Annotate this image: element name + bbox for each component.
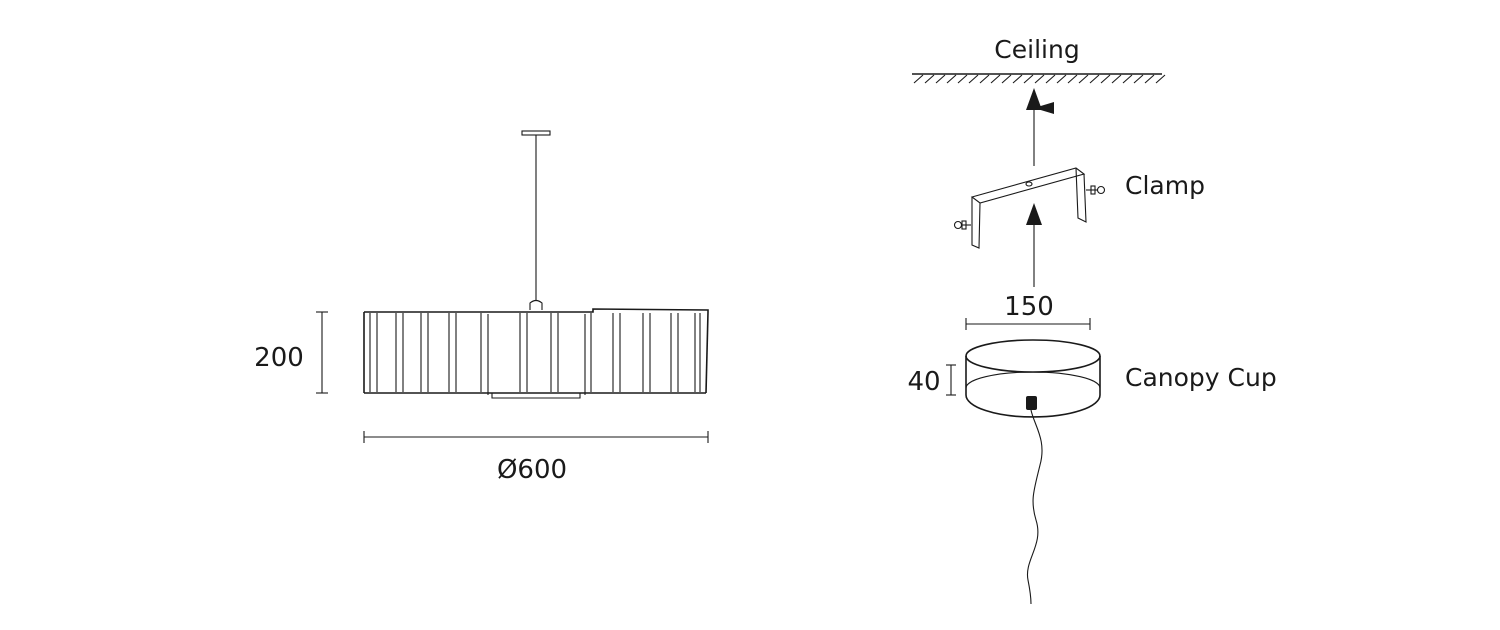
ceiling-hatching (913, 74, 1166, 84)
ceiling-hatch-line (946, 74, 957, 84)
ceiling-hatch-line (990, 74, 1001, 84)
ceiling-hatch-line (1001, 74, 1012, 84)
arrow-to-clamp-head (1026, 203, 1042, 225)
ceiling-hatch-line (1045, 74, 1056, 84)
ceiling-hatch-line (1155, 74, 1166, 84)
clamp-left-screw (953, 220, 971, 230)
canopy-height-label: 40 (907, 367, 940, 397)
canopy-width-dimension: 150 (965, 292, 1091, 330)
ceiling-hatch-line (935, 74, 946, 84)
ceiling-hatch-line (1034, 74, 1045, 84)
ceiling-hatch-line (957, 74, 968, 84)
ceiling-hatch-line (1089, 74, 1100, 84)
ceiling-hatch-line (968, 74, 979, 84)
clamp-right-screw (1086, 185, 1106, 195)
lamp-diameter-dimension: Ø600 (363, 431, 709, 485)
canopy-cup: Canopy Cup (965, 339, 1277, 605)
ceiling-hatch-line (1012, 74, 1023, 84)
ceiling-hatch-line (913, 74, 924, 84)
ceiling-hatch-line (1023, 74, 1034, 84)
ceiling-hatch-line (924, 74, 935, 84)
ceiling-hatch-line (1122, 74, 1133, 84)
lamp-socket (529, 299, 543, 310)
clamp-label: Clamp (1125, 171, 1205, 200)
ceiling-label: Ceiling (994, 35, 1079, 64)
power-cable (1026, 409, 1043, 605)
lamp-diameter-label: Ø600 (497, 455, 567, 485)
ceiling-hatch-line (979, 74, 990, 84)
canopy-cable-gland (1026, 396, 1037, 410)
ceiling-hatch-line (1078, 74, 1089, 84)
lamp-height-label: 200 (254, 343, 304, 373)
ceiling-hatch-line (1100, 74, 1111, 84)
ceiling-surface: Ceiling (912, 35, 1166, 84)
ceiling-hatch-line (1111, 74, 1122, 84)
lamp-shade (363, 308, 709, 399)
pendant-lamp-drawing: 200 Ø600 (254, 130, 709, 485)
mounting-diagram: Ceiling Clamp (907, 35, 1277, 605)
lamp-ceiling-plate (521, 130, 551, 136)
ceiling-hatch-line (1067, 74, 1078, 84)
ceiling-hatch-line (1056, 74, 1067, 84)
ceiling-hatch-line (1144, 74, 1155, 84)
clamp-bracket: Clamp (953, 167, 1205, 249)
canopy-width-label: 150 (1004, 292, 1054, 322)
ceiling-hatch-line (1133, 74, 1144, 84)
lamp-shade-slats (369, 313, 701, 392)
arrow-to-ceiling-head (1026, 88, 1042, 110)
canopy-height-dimension: 40 (907, 364, 956, 397)
lamp-height-dimension: 200 (254, 311, 328, 394)
canopy-cup-label: Canopy Cup (1125, 363, 1277, 392)
